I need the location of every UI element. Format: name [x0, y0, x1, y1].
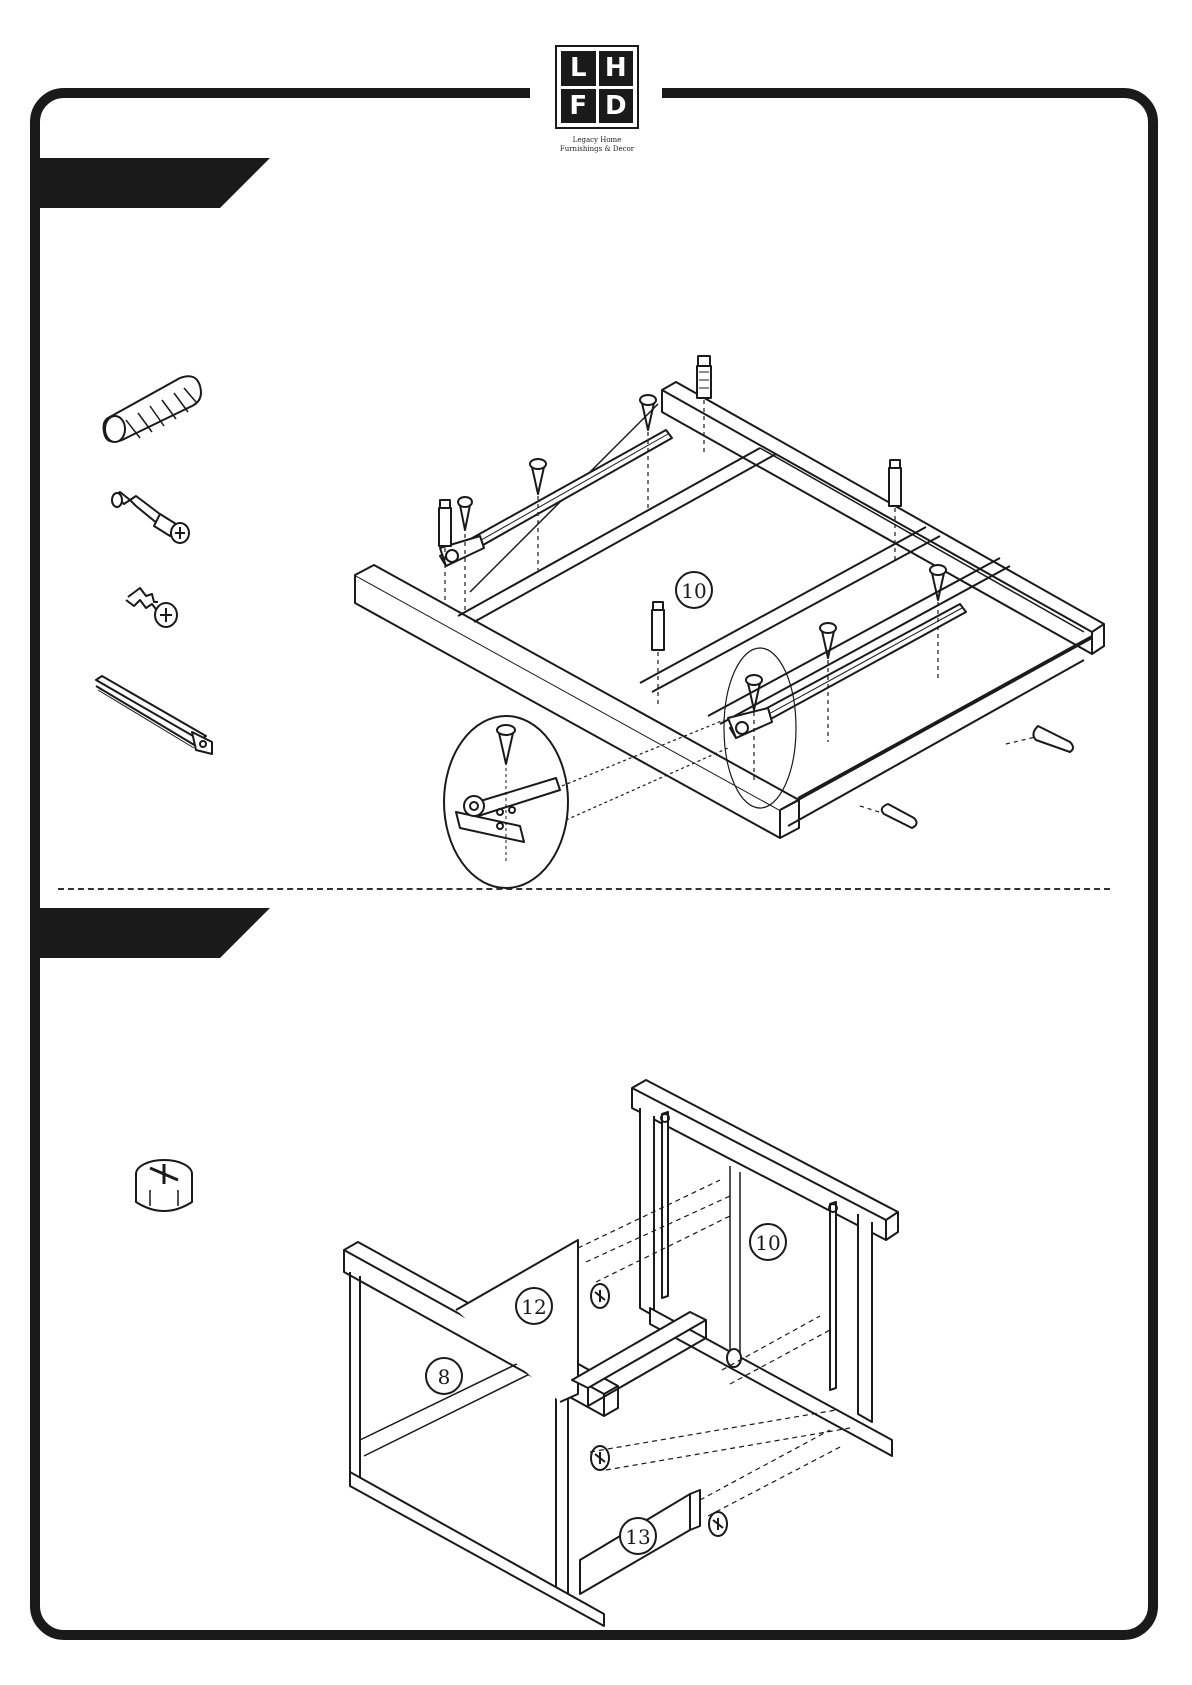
cam-bolt-icon — [112, 492, 189, 543]
part-label-13: 13 — [620, 1518, 656, 1554]
part-label-text: 10 — [681, 579, 706, 603]
frame-part-10-upright — [632, 1080, 898, 1456]
detail-callout — [444, 648, 796, 888]
part-label-10-step1: 10 — [676, 572, 712, 608]
part-label-12: 12 — [516, 1288, 552, 1324]
part-label-text: 12 — [521, 1295, 546, 1319]
wooden-dowel-icon — [104, 376, 202, 442]
cam-lock-nut-icon — [136, 1160, 192, 1211]
part-label-10-step2: 10 — [750, 1224, 786, 1260]
drawer-slide-right — [728, 604, 966, 738]
part-label-text: 10 — [755, 1231, 780, 1255]
part-label-text: 8 — [438, 1365, 451, 1389]
drawer-slide-icon — [96, 676, 212, 754]
drawer-slide-left — [440, 430, 672, 566]
part-label-8: 8 — [426, 1358, 462, 1394]
wood-screw-icon — [126, 588, 177, 627]
part-label-text: 13 — [625, 1525, 650, 1549]
back-panel-part-12 — [456, 1240, 578, 1402]
dowel-pair — [882, 726, 1073, 828]
